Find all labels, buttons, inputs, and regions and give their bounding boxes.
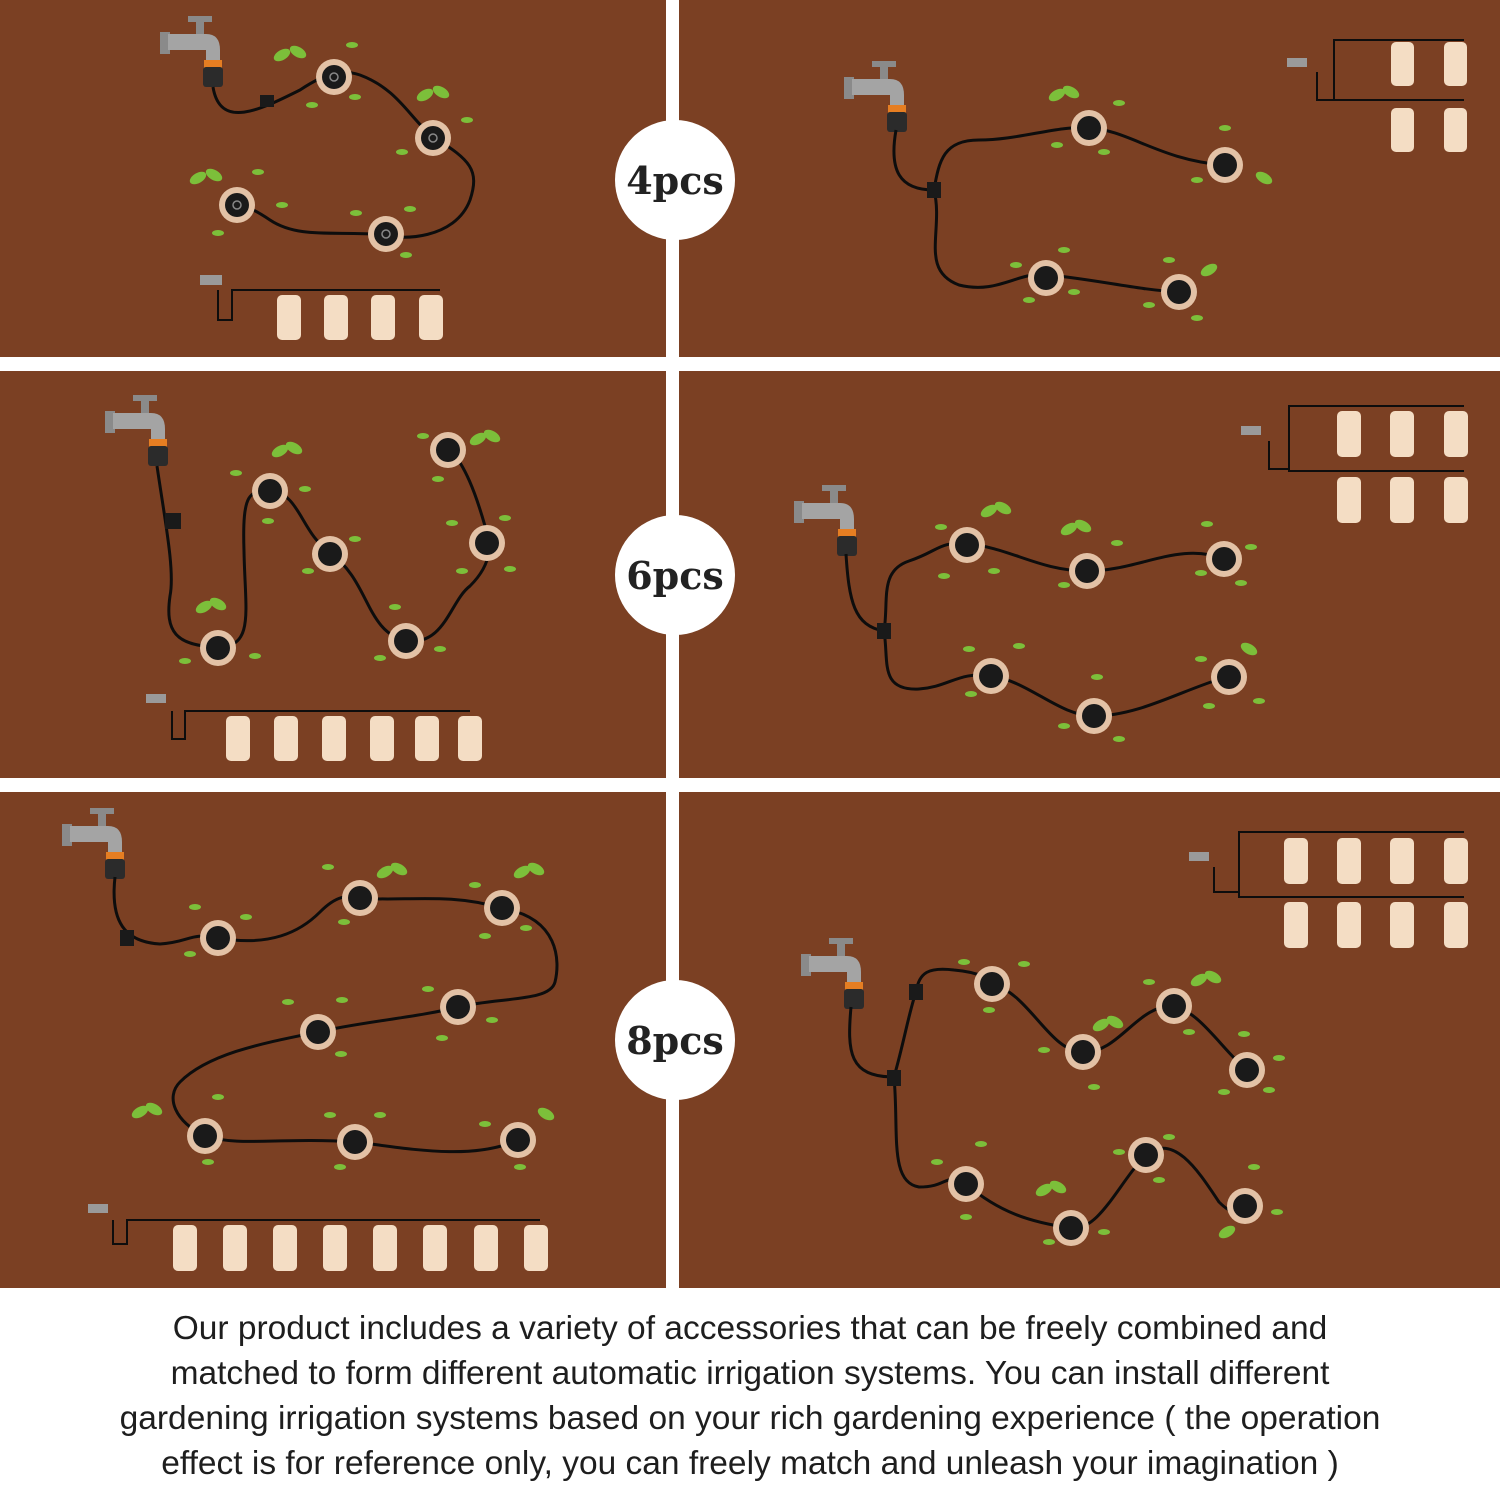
faucet-icon (160, 16, 223, 87)
dripper-icon (337, 1124, 373, 1160)
dripper-icon (948, 1166, 984, 1202)
bottle-icon (1337, 411, 1468, 523)
quantity-badge-4pcs: 4pcs (615, 120, 735, 240)
tee-connector-icon (909, 984, 923, 1000)
dripper-icon (1206, 541, 1242, 577)
bottle-icon (173, 1225, 548, 1271)
mini-layout-schematic (146, 694, 482, 761)
dripper-icon (1065, 1034, 1101, 1070)
seedling-icon (935, 501, 1265, 742)
caption-line-4: effect is for reference only, you can fr… (161, 1445, 1339, 1482)
mini-layout-schematic (1241, 405, 1468, 523)
faucet-icon (105, 395, 168, 466)
tee-connector-icon (927, 182, 941, 198)
faucet-icon (794, 485, 857, 556)
dripper-icon (200, 920, 236, 956)
quantity-badge-8pcs: 8pcs (615, 980, 735, 1100)
dripper-icon (1211, 659, 1247, 695)
dripper-icon (252, 473, 288, 509)
dripper-icon (219, 187, 255, 223)
dripper-icon (1028, 260, 1064, 296)
dripper-icon (342, 880, 378, 916)
dripper-icon (388, 623, 424, 659)
mini-layout-schematic (88, 1204, 548, 1271)
dripper-icon (1069, 553, 1105, 589)
quantity-badge-6pcs: 6pcs (615, 515, 735, 635)
dripper-icon (1071, 110, 1107, 146)
panel-4pcs-single-line (0, 0, 666, 357)
bottle-icon (226, 716, 482, 761)
tee-connector-icon (120, 930, 134, 946)
tee-connector-icon (260, 95, 274, 107)
panel-8pcs-branched (679, 792, 1500, 1288)
tee-connector-icon (877, 623, 891, 639)
dripper-icon (440, 989, 476, 1025)
panel-6pcs-branched (679, 371, 1500, 778)
tee-connector-icon (887, 1070, 901, 1086)
bottle-icon (1284, 838, 1468, 948)
dripper-icon (312, 536, 348, 572)
dripper-icon (469, 525, 505, 561)
dripper-icon (949, 527, 985, 563)
panel-4pcs-branched (679, 0, 1500, 357)
faucet-icon (62, 808, 125, 879)
dripper-icon (1156, 988, 1192, 1024)
dripper-icon (300, 1014, 336, 1050)
mini-layout-schematic (200, 275, 443, 340)
bottle-icon (1391, 42, 1467, 152)
dripper-icon (430, 432, 466, 468)
description-caption: Our product includes a variety of access… (10, 1306, 1490, 1486)
seedling-icon (189, 42, 473, 258)
dripper-icon (1229, 1052, 1265, 1088)
dripper-icon (484, 890, 520, 926)
dripper-icon (974, 966, 1010, 1002)
caption-line-1: Our product includes a variety of access… (172, 1310, 1328, 1347)
mini-layout-schematic (1189, 831, 1468, 948)
dripper-icon (973, 658, 1009, 694)
diagram-4pcs-branched (844, 39, 1467, 321)
caption-line-2: matched to form different automatic irri… (170, 1355, 1330, 1392)
bottle-icon (277, 295, 443, 340)
dripper-icon (316, 59, 352, 95)
dripper-icon (1227, 1188, 1263, 1224)
dripper-icon (1207, 147, 1243, 183)
seedling-icon (1010, 85, 1273, 321)
tee-connector-icon (165, 513, 181, 529)
dripper-icon (187, 1118, 223, 1154)
dripper-icon (1053, 1210, 1089, 1246)
dripper-icon (1128, 1137, 1164, 1173)
diagram-4pcs-single (160, 16, 476, 340)
diagram-8pcs-single (62, 808, 559, 1271)
seedling-icon (131, 862, 555, 1170)
diagram-6pcs-single (105, 395, 516, 761)
panel-6pcs-single-line (0, 371, 666, 778)
dripper-icon (415, 120, 451, 156)
diagram-6pcs-branched (794, 405, 1468, 742)
seedling-icon (931, 959, 1285, 1245)
panel-8pcs-single-line (0, 792, 666, 1288)
dripper-icon (200, 630, 236, 666)
dripper-icon (1161, 274, 1197, 310)
seedling-icon (179, 429, 516, 664)
caption-line-3: gardening irrigation systems based on yo… (119, 1400, 1381, 1437)
faucet-icon (844, 61, 907, 132)
dripper-icon (1076, 698, 1112, 734)
mini-layout-schematic (1287, 39, 1467, 152)
dripper-icon (368, 216, 404, 252)
faucet-icon (801, 938, 864, 1009)
dripper-icon (500, 1122, 536, 1158)
diagram-8pcs-branched (801, 831, 1468, 1246)
